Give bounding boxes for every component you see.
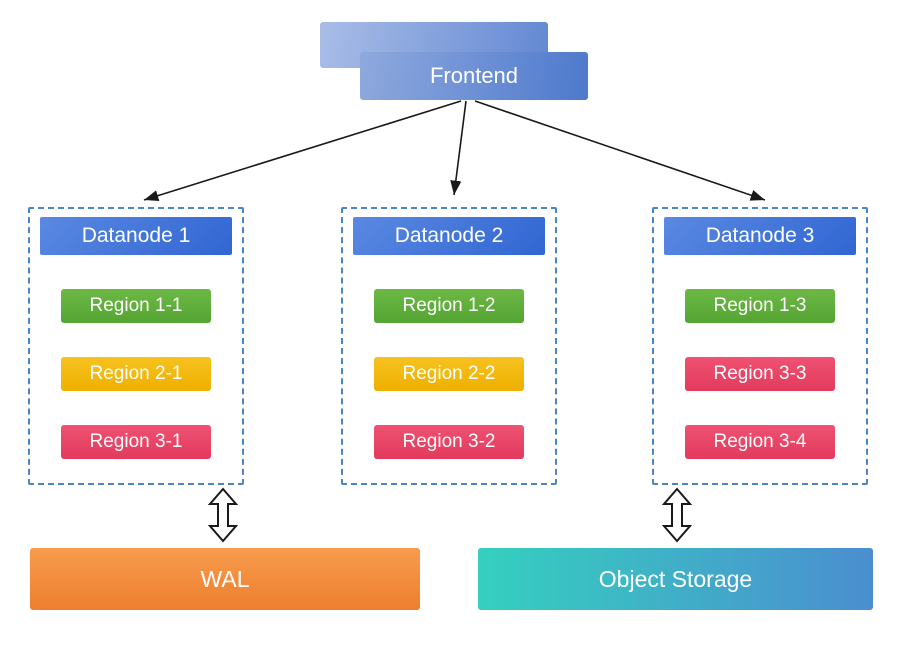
datanode-2-header: Datanode 2	[353, 217, 545, 255]
datanode-1-header: Datanode 1	[40, 217, 232, 255]
wal-box: WAL	[30, 548, 420, 610]
wal-label: WAL	[200, 565, 250, 592]
region-label: Region 3-3	[713, 363, 807, 384]
region-box: Region 2-1	[61, 357, 211, 391]
region-label: Region 1-3	[713, 295, 807, 316]
region-box: Region 3-4	[685, 425, 835, 459]
region-label: Region 1-2	[402, 295, 496, 316]
arrow-frontend-datanode3	[474, 100, 766, 201]
region-label: Region 2-1	[89, 363, 183, 384]
frontend-label: Frontend	[429, 63, 519, 88]
object-storage-label: Object Storage	[598, 565, 753, 592]
datanode-2-container: Datanode 2 Region 1-2 Region 2-2 Region …	[341, 207, 557, 485]
region-box: Region 1-2	[374, 289, 524, 323]
region-box: Region 3-1	[61, 425, 211, 459]
arrow-frontend-datanode1	[143, 100, 462, 202]
region-box: Region 3-3	[685, 357, 835, 391]
datanode-3-label: Datanode 3	[705, 224, 815, 247]
datanode-3-container: Datanode 3 Region 1-3 Region 3-3 Region …	[652, 207, 868, 485]
double-arrow-datanode1-wal-icon	[208, 487, 238, 543]
region-box: Region 3-2	[374, 425, 524, 459]
region-box: Region 1-1	[61, 289, 211, 323]
region-box: Region 1-3	[685, 289, 835, 323]
frontend-box: Frontend	[360, 52, 588, 100]
object-storage-box: Object Storage	[478, 548, 873, 610]
region-box: Region 2-2	[374, 357, 524, 391]
datanode-1-label: Datanode 1	[81, 224, 191, 247]
region-label: Region 2-2	[402, 363, 496, 384]
datanode-3-header: Datanode 3	[664, 217, 856, 255]
double-arrow-datanode3-objectstorage-icon	[662, 487, 692, 543]
datanode-1-container: Datanode 1 Region 1-1 Region 2-1 Region …	[28, 207, 244, 485]
region-label: Region 3-2	[402, 431, 496, 452]
region-label: Region 3-1	[89, 431, 183, 452]
datanode-2-label: Datanode 2	[394, 224, 504, 247]
region-label: Region 3-4	[713, 431, 807, 452]
region-label: Region 1-1	[89, 295, 183, 316]
arrow-frontend-datanode2	[450, 100, 467, 196]
